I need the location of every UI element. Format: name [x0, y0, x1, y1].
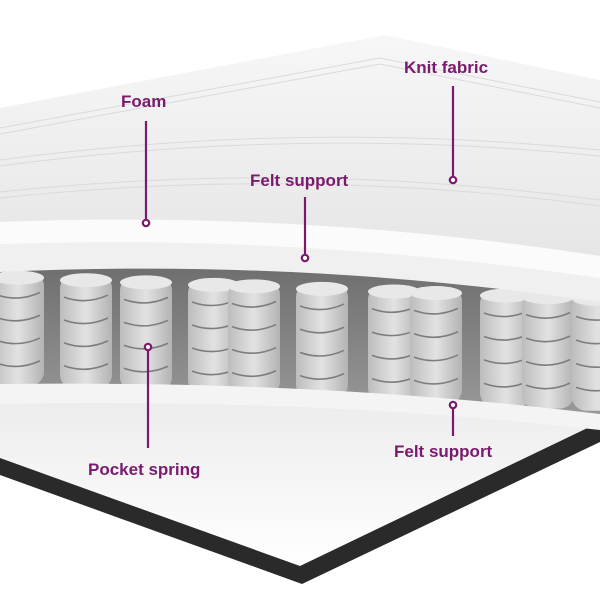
pocket-spring	[296, 281, 348, 399]
pocket-spring	[572, 291, 600, 411]
label-foam: Foam	[121, 92, 167, 111]
callout-leaders	[141, 86, 458, 448]
label-pocket-spring: Pocket spring	[88, 460, 201, 479]
pocket-spring	[522, 290, 574, 409]
pocket-springs	[0, 270, 600, 411]
pocket-spring	[60, 273, 112, 389]
pocket-spring	[410, 286, 462, 404]
pocket-spring	[228, 279, 280, 396]
knit-fabric-top	[0, 35, 600, 256]
pocket-spring	[480, 288, 532, 407]
mattress-base-edge	[0, 420, 600, 584]
label-knit-fabric: Knit fabric	[404, 58, 489, 77]
fabric-quilting	[0, 57, 600, 207]
pocket-spring	[120, 275, 172, 392]
label-felt-support-top: Felt support	[250, 171, 349, 190]
felt-layer-bottom	[0, 383, 600, 430]
pocket-spring	[0, 270, 44, 386]
label-felt-support-bottom: Felt support	[394, 442, 493, 461]
felt-layer-top	[0, 236, 600, 302]
foam-layer	[0, 213, 600, 278]
mattress-base	[0, 373, 600, 566]
pocket-spring	[368, 284, 420, 402]
